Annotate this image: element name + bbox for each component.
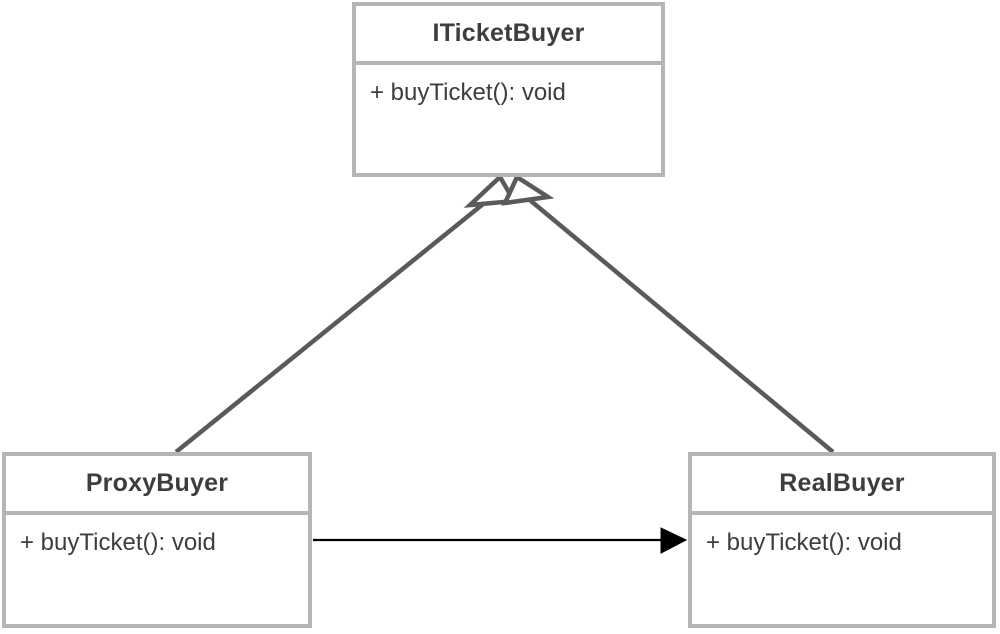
generalization-proxybuyer-to-iticketbuyer[interactable] <box>174 173 518 454</box>
hollow-triangle-arrowhead-right <box>501 173 555 206</box>
class-name-proxybuyer: ProxyBuyer <box>6 456 308 515</box>
uml-class-iticketbuyer[interactable]: ITicketBuyer + buyTicket(): void <box>352 2 665 177</box>
members-compartment-iticketbuyer: + buyTicket(): void <box>356 65 661 173</box>
generalization-line-left <box>174 194 495 454</box>
members-compartment-proxybuyer: + buyTicket(): void <box>6 515 308 624</box>
class-name-realbuyer: RealBuyer <box>692 456 992 515</box>
generalization-realbuyer-to-iticketbuyer[interactable] <box>501 173 835 454</box>
class-member: + buyTicket(): void <box>370 79 566 106</box>
class-member: + buyTicket(): void <box>20 529 216 556</box>
hollow-triangle-arrowhead-left <box>463 173 518 208</box>
association-proxybuyer-to-realbuyer[interactable] <box>313 527 688 554</box>
uml-class-proxybuyer[interactable]: ProxyBuyer + buyTicket(): void <box>2 452 312 628</box>
generalization-line-right <box>523 194 835 454</box>
class-member: + buyTicket(): void <box>706 529 902 556</box>
class-name-iticketbuyer: ITicketBuyer <box>356 6 661 65</box>
uml-class-realbuyer[interactable]: RealBuyer + buyTicket(): void <box>688 452 996 628</box>
members-compartment-realbuyer: + buyTicket(): void <box>692 515 992 624</box>
solid-triangle-arrowhead <box>660 527 688 554</box>
